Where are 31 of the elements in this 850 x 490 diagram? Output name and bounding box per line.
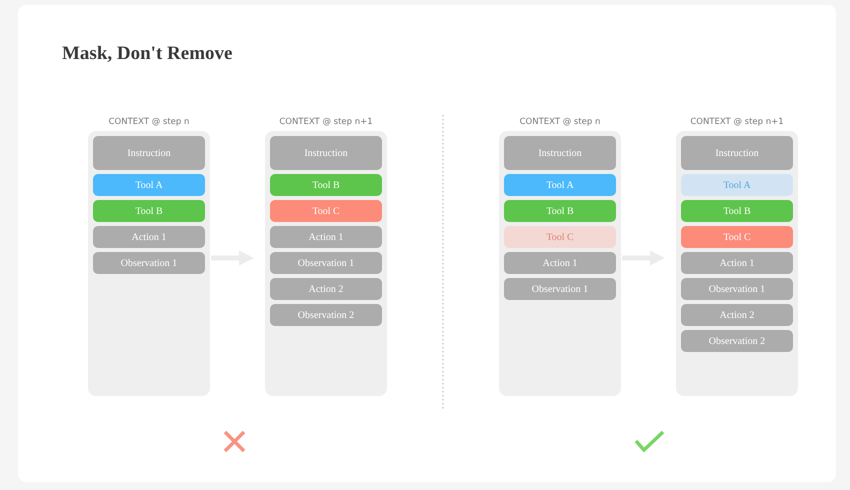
context-block: Tool B [270,174,382,196]
context-block: Instruction [270,136,382,170]
context-block: Observation 1 [504,278,616,300]
masked-context-block: Tool C [504,226,616,248]
context-block: Tool B [93,200,205,222]
context-block: Tool B [504,200,616,222]
masked-context-block: Tool A [681,174,793,196]
context-block: Observation 1 [681,278,793,300]
context-block: Tool C [270,200,382,222]
context-heading: CONTEXT @ step n [108,117,190,127]
context-heading: CONTEXT @ step n [520,117,600,127]
context-block: Action 1 [681,252,793,274]
context-block: Observation 2 [681,330,793,352]
context-block: Instruction [93,136,205,170]
context-block: Observation 2 [270,304,382,326]
context-heading: CONTEXT @ step n+1 [690,117,784,127]
context-block: Action 2 [270,278,382,300]
context-block: Tool A [93,174,205,196]
context-heading: CONTEXT @ step n+1 [279,117,373,127]
context-block: Action 1 [270,226,382,248]
context-block: Instruction [504,136,616,170]
context-block: Action 1 [93,226,205,248]
context-block: Tool A [504,174,616,196]
context-block: Tool B [681,200,793,222]
context-block: Observation 1 [93,252,205,274]
context-block: Observation 1 [270,252,382,274]
context-block: Tool C [681,226,793,248]
context-block: Action 1 [504,252,616,274]
diagram-title: Mask, Don't Remove [62,43,232,65]
context-block: Instruction [681,136,793,170]
context-block: Action 2 [681,304,793,326]
